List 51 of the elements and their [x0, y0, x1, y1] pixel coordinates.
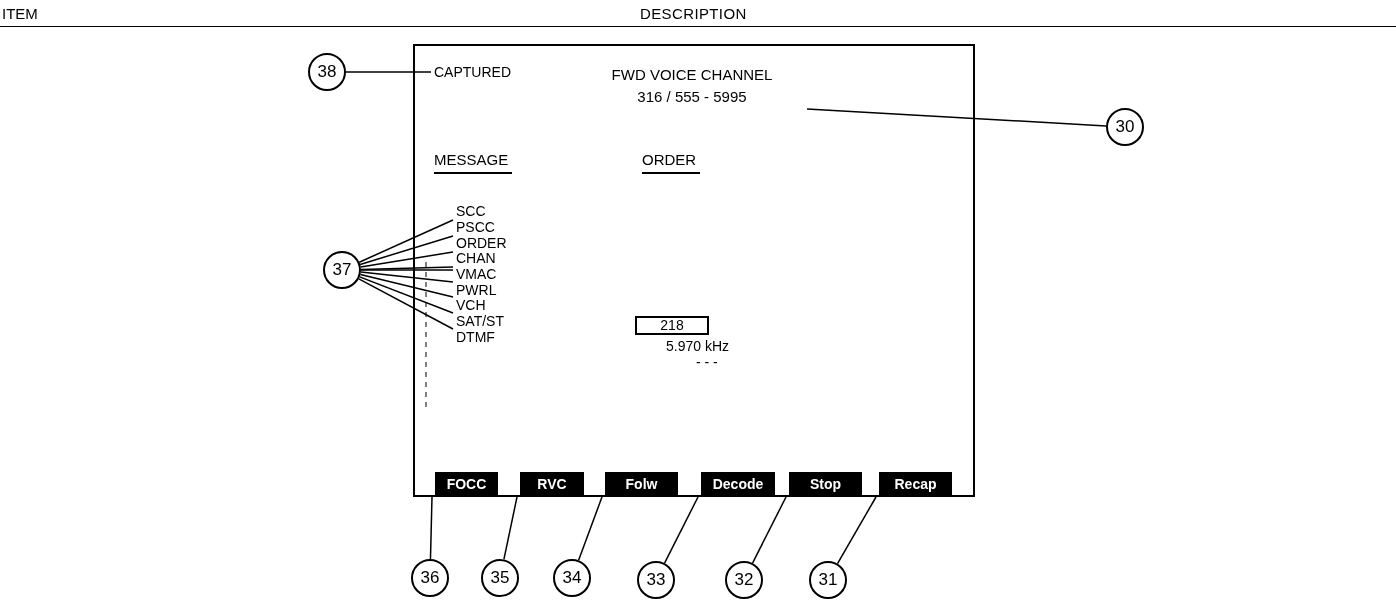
leader-line: [806, 108, 1107, 127]
leader-line: [358, 219, 454, 263]
callout-number: 35: [481, 559, 519, 597]
leader-line: [836, 496, 877, 565]
screen-text: SAT/ST: [456, 313, 504, 329]
screen-text: CHAN: [456, 250, 496, 266]
highlighted-value: 218: [635, 316, 709, 335]
screen-text: CAPTURED: [434, 64, 511, 80]
screen-text: 316 / 555 - 5995: [637, 87, 747, 107]
screen-text: FWD VOICE CHANNEL: [611, 65, 773, 85]
leader-line: [359, 235, 454, 266]
column-heading: ORDER: [642, 150, 701, 174]
screen-text: 5.970 kHz: [666, 338, 730, 354]
screen-text: PSCC: [456, 219, 495, 235]
callout-number: 36: [411, 559, 449, 597]
column-heading: ITEM: [2, 4, 38, 24]
softkey-button: Recap: [879, 472, 952, 496]
callout-number: 33: [637, 561, 675, 599]
column-heading: MESSAGE: [434, 150, 513, 174]
leader-line: [503, 496, 518, 561]
leader-line: [345, 71, 432, 73]
leader-line: [358, 278, 454, 330]
screen-text: - - -: [696, 354, 718, 370]
screen-text: DTMF: [456, 329, 495, 345]
leader-line: [429, 496, 433, 560]
softkey-button: RVC: [520, 472, 584, 496]
callout-number: 37: [323, 251, 361, 289]
callout-number: 32: [725, 561, 763, 599]
leader-line: [359, 273, 454, 298]
screen-text: VMAC: [456, 266, 497, 282]
callout-number: 30: [1106, 108, 1144, 146]
leader-line: [358, 276, 454, 314]
column-heading: DESCRIPTION: [640, 4, 747, 24]
leader-line: [360, 251, 454, 268]
screen-text: ORDER: [456, 235, 507, 251]
softkey-button: Decode: [701, 472, 775, 496]
softkey-button: FOCC: [435, 472, 498, 496]
leader-line: [577, 496, 603, 561]
callout-number: 38: [308, 53, 346, 91]
leader-line: [360, 269, 454, 271]
leader-line: [751, 496, 787, 564]
screen-text: VCH: [456, 297, 486, 313]
screen-text: SCC: [456, 203, 486, 219]
softkey-button: Folw: [605, 472, 678, 496]
callout-number: 31: [809, 561, 847, 599]
callout-number: 34: [553, 559, 591, 597]
leader-line: [360, 271, 454, 283]
display-screen: [413, 44, 975, 497]
leader-line: [663, 496, 699, 564]
screen-text: PWRL: [456, 282, 497, 298]
softkey-button: Stop: [789, 472, 862, 496]
